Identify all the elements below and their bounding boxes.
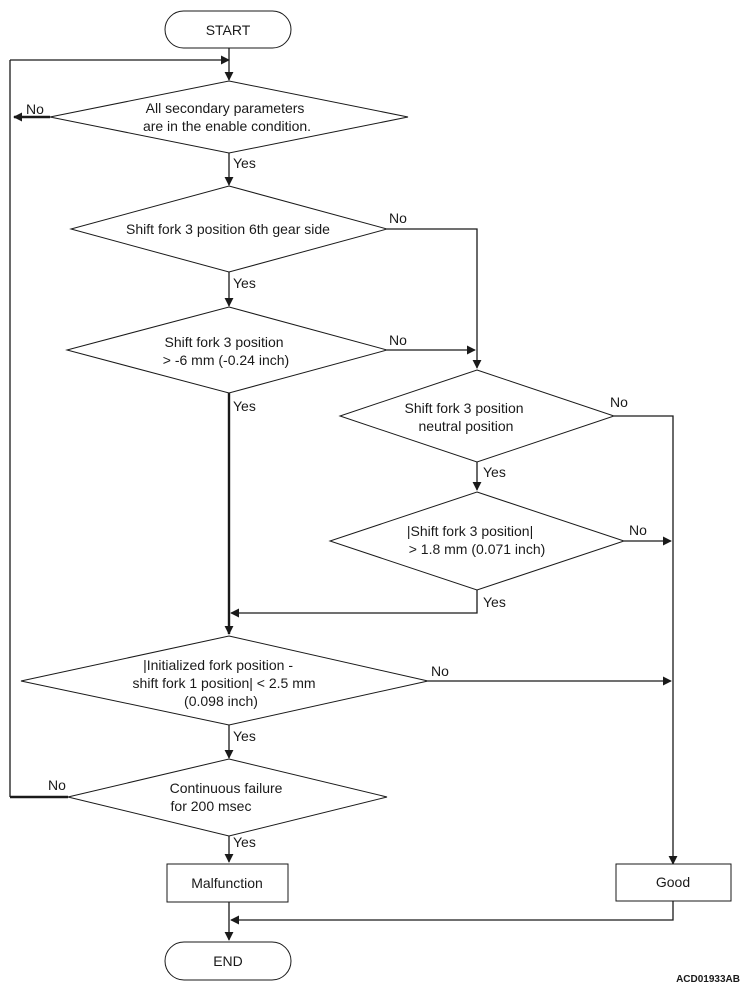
enable-check-label: All secondary parameters are in the enab…	[143, 100, 311, 134]
neutral-yes-label: Yes	[483, 464, 506, 480]
end-label: END	[213, 953, 243, 969]
abs-position-check-label: |Shift fork 3 position| > 1.8 mm (0.071 …	[407, 523, 545, 557]
start-label: START	[206, 22, 251, 38]
edge-labels: No Yes No Yes No Yes No Yes No Yes No Ye…	[26, 101, 647, 850]
neutral-no-label: No	[610, 394, 628, 410]
initialized-no-label: No	[431, 663, 449, 679]
connectors	[9, 48, 678, 941]
enable-no-label: No	[26, 101, 44, 117]
position-check-label: Shift fork 3 position > -6 mm (-0.24 inc…	[163, 334, 289, 368]
neutral-check-label: Shift fork 3 position neutral position	[405, 400, 528, 434]
continuous-check-label: Continuous failure for 200 msec	[170, 780, 287, 814]
edge-gear-side-no	[387, 228, 482, 369]
neutral-check-decision	[338, 369, 616, 463]
initialized-check-label: |Initialized fork position - shift fork …	[133, 657, 320, 709]
position-check-decision	[65, 306, 389, 394]
good-box	[615, 863, 732, 902]
continuous-check-decision	[67, 758, 388, 837]
end-terminal	[164, 941, 292, 981]
malfunction-box	[166, 863, 289, 903]
abs-position-check-decision	[328, 491, 626, 591]
gear-side-check-label: Shift fork 3 position 6th gear side	[126, 221, 330, 237]
edge-abs-position-yes	[230, 590, 478, 618]
start-terminal	[164, 10, 292, 49]
good-label: Good	[656, 874, 690, 890]
edge-good-to-end	[230, 901, 674, 925]
malfunction-label: Malfunction	[191, 875, 263, 891]
abs-position-yes-label: Yes	[483, 594, 506, 610]
enable-check-decision	[49, 80, 409, 154]
continuous-yes-label: Yes	[233, 834, 256, 850]
abs-position-no-label: No	[629, 522, 647, 538]
node-texts: START All secondary parameters are in th…	[126, 22, 690, 969]
gear-side-yes-label: Yes	[233, 275, 256, 291]
position-yes-label: Yes	[233, 398, 256, 414]
figure-id: ACD01933AB	[676, 974, 740, 985]
shapes	[20, 10, 732, 981]
initialized-yes-label: Yes	[233, 728, 256, 744]
continuous-no-label: No	[48, 777, 66, 793]
enable-yes-label: Yes	[233, 155, 256, 171]
gear-side-check-decision	[69, 185, 389, 273]
initialized-check-decision	[20, 635, 429, 726]
edge-neutral-no	[614, 415, 678, 865]
position-no-label: No	[389, 332, 407, 348]
gear-side-no-label: No	[389, 210, 407, 226]
